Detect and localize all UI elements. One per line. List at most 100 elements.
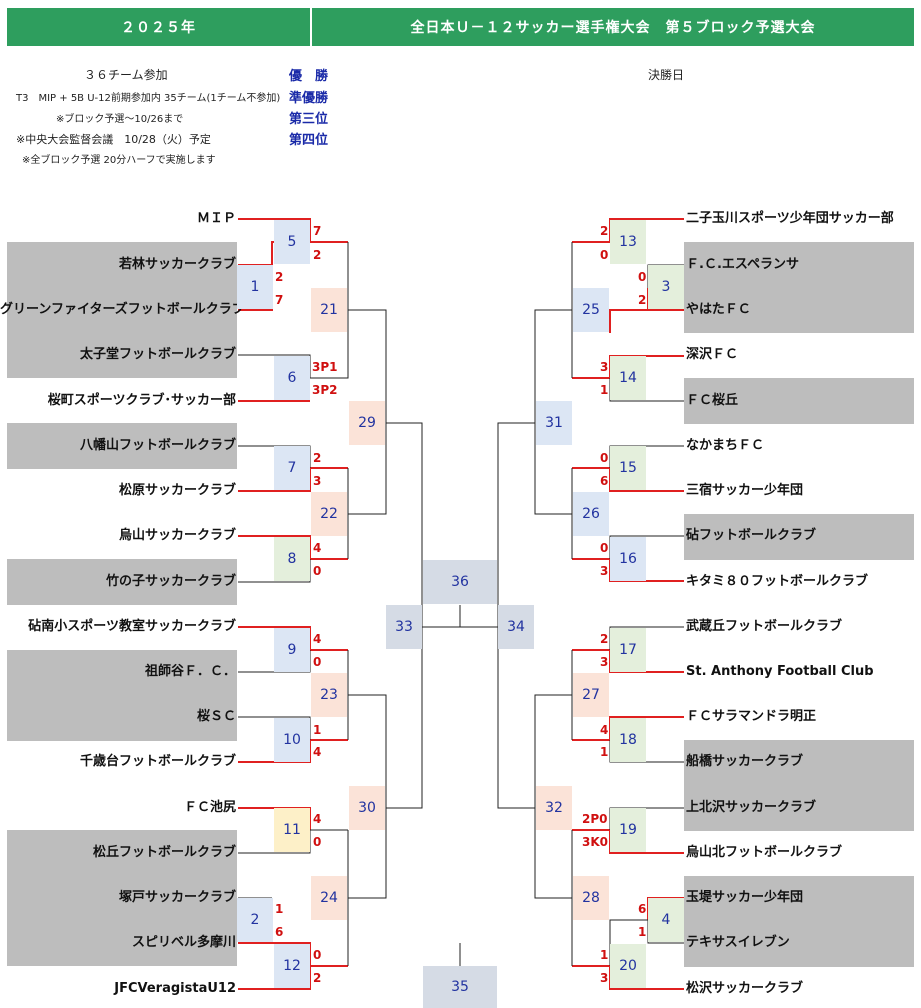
- right-group-shade-4: [684, 740, 914, 831]
- team-left-1: ＭＩＰ: [196, 211, 236, 226]
- match-box-22: 22: [311, 492, 347, 536]
- team-right-13: 船橋サッカークラブ: [686, 754, 804, 769]
- match-box-24: 24: [311, 876, 347, 920]
- score-m8-top: 4: [313, 541, 322, 555]
- team-right-6: なかまちＦＣ: [686, 438, 765, 453]
- score-m1-top: 2: [275, 270, 284, 284]
- score-m8-bot: 0: [313, 564, 322, 578]
- match-box-2: 2: [237, 898, 273, 942]
- team-left-15: 松丘フットボールクラブ: [92, 845, 236, 860]
- final-day-text: 決勝日: [648, 68, 685, 82]
- score-m13-top: 2: [600, 224, 609, 238]
- match-box-1: 1: [237, 265, 273, 309]
- team-left-2: 若林サッカークラブ: [118, 257, 236, 272]
- match-box-12: 12: [274, 944, 310, 988]
- score-m11-top: 4: [313, 812, 322, 826]
- team-left-4: 太子堂フットボールクラブ: [79, 347, 236, 362]
- team-right-2: Ｆ.Ｃ.エスペランサ: [686, 257, 799, 272]
- match-box-10: 10: [274, 718, 310, 762]
- team-left-9: 竹の子サッカークラブ: [105, 574, 236, 589]
- score-m13-bot: 0: [600, 248, 609, 262]
- match-box-35: 35: [423, 966, 497, 1008]
- result-second-label: 準優勝: [289, 91, 329, 106]
- match-box-5: 5: [274, 220, 310, 264]
- match-box-36: 36: [423, 560, 497, 604]
- score-m5-bot: 2: [313, 248, 322, 262]
- score-m12-top: 0: [313, 948, 322, 962]
- team-left-7: 松原サッカークラブ: [118, 483, 236, 498]
- team-left-18: JFCVeragistaU12: [114, 981, 236, 996]
- match-box-14: 14: [610, 356, 646, 400]
- match-box-18: 18: [610, 718, 646, 762]
- score-m11-bot: 0: [313, 835, 322, 849]
- team-right-16: 玉堤サッカー少年団: [686, 890, 804, 905]
- team-left-8: 烏山サッカークラブ: [118, 528, 236, 543]
- team-right-9: キタミ８０フットボールクラブ: [686, 574, 869, 589]
- info-line-2: ※ブロック予選～10/26まで: [56, 114, 184, 125]
- score-m2-top: 1: [275, 902, 284, 916]
- score-m15-top: 0: [600, 451, 609, 465]
- team-left-12: 桜ＳＣ: [196, 709, 236, 724]
- team-right-5: ＦＣ桜丘: [686, 393, 739, 408]
- match-box-30: 30: [349, 786, 385, 830]
- match-box-17: 17: [610, 628, 646, 672]
- year-header: ２０２５年: [7, 8, 310, 46]
- match-box-23: 23: [311, 673, 347, 717]
- score-m15-bot: 6: [600, 474, 609, 488]
- match-box-4: 4: [648, 898, 684, 942]
- right-group-shade-3: [684, 514, 914, 560]
- left-group-shade-3: [7, 559, 237, 605]
- team-right-15: 烏山北フットボールクラブ: [686, 845, 843, 860]
- score-m9-bot: 0: [313, 655, 322, 669]
- match-box-7: 7: [274, 446, 310, 490]
- right-group-shade-5: [684, 876, 914, 967]
- match-box-21: 21: [311, 288, 347, 332]
- score-m10-bot: 4: [313, 745, 322, 759]
- year-text: ２０２５年: [121, 20, 196, 36]
- score-m20-bot: 3: [600, 971, 609, 985]
- team-right-7: 三宿サッカー少年団: [686, 483, 804, 498]
- left-group-shade-1: [7, 242, 237, 378]
- score-m10-top: 1: [313, 723, 322, 737]
- team-left-17: スピリベル多摩川: [131, 935, 236, 950]
- team-left-14: ＦＣ池尻: [183, 800, 236, 815]
- score-m17-top: 2: [600, 632, 609, 646]
- match-box-33: 33: [386, 605, 422, 649]
- score-m20-top: 1: [600, 948, 609, 962]
- match-box-3: 3: [648, 265, 684, 309]
- result-first-label: 優 勝: [289, 69, 329, 84]
- participants-text: ３６チーム参加: [84, 68, 168, 82]
- result-third-label: 第三位: [289, 112, 329, 127]
- match-box-31: 31: [536, 401, 572, 445]
- title-text: 全日本Ｕ－１２サッカー選手権大会 第５ブロック予選大会: [410, 20, 816, 36]
- score-m19-top: 2P0: [582, 812, 608, 826]
- match-box-11: 11: [274, 808, 310, 852]
- match-box-15: 15: [610, 446, 646, 490]
- title-header: 全日本Ｕ－１２サッカー選手権大会 第５ブロック予選大会: [312, 8, 914, 46]
- team-left-10: 砧南小スポーツ教室サッカークラブ: [28, 619, 236, 634]
- score-m12-bot: 2: [313, 971, 322, 985]
- match-box-9: 9: [274, 628, 310, 672]
- team-left-3: グリーンファイターズフットボールクラブ: [0, 302, 245, 317]
- score-m16-top: 0: [600, 541, 609, 555]
- team-left-5: 桜町スポーツクラブ･サッカー部: [47, 393, 236, 408]
- score-m14-top: 3: [600, 360, 609, 374]
- match-box-28: 28: [573, 876, 609, 920]
- score-m18-bot: 1: [600, 745, 609, 759]
- score-m3-top: 0: [638, 270, 647, 284]
- team-left-16: 塚戸サッカークラブ: [118, 890, 236, 905]
- match-box-29: 29: [349, 401, 385, 445]
- score-m17-bot: 3: [600, 655, 609, 669]
- score-m3-bot: 2: [638, 293, 647, 307]
- bracket-plain-lines: [238, 242, 684, 966]
- match-box-20: 20: [610, 944, 646, 988]
- team-right-3: やはたＦＣ: [686, 302, 751, 317]
- match-box-27: 27: [573, 673, 609, 717]
- score-m14-bot: 1: [600, 383, 609, 397]
- left-group-shade-2: [7, 423, 237, 469]
- team-right-1: 二子玉川スポーツ少年団サッカー部: [686, 211, 894, 226]
- match-box-19: 19: [610, 808, 646, 852]
- info-line-4: ※全ブロック予選 20分ハーフで実施します: [22, 155, 216, 166]
- left-group-shade-4: [7, 650, 237, 741]
- score-m7-top: 2: [313, 451, 322, 465]
